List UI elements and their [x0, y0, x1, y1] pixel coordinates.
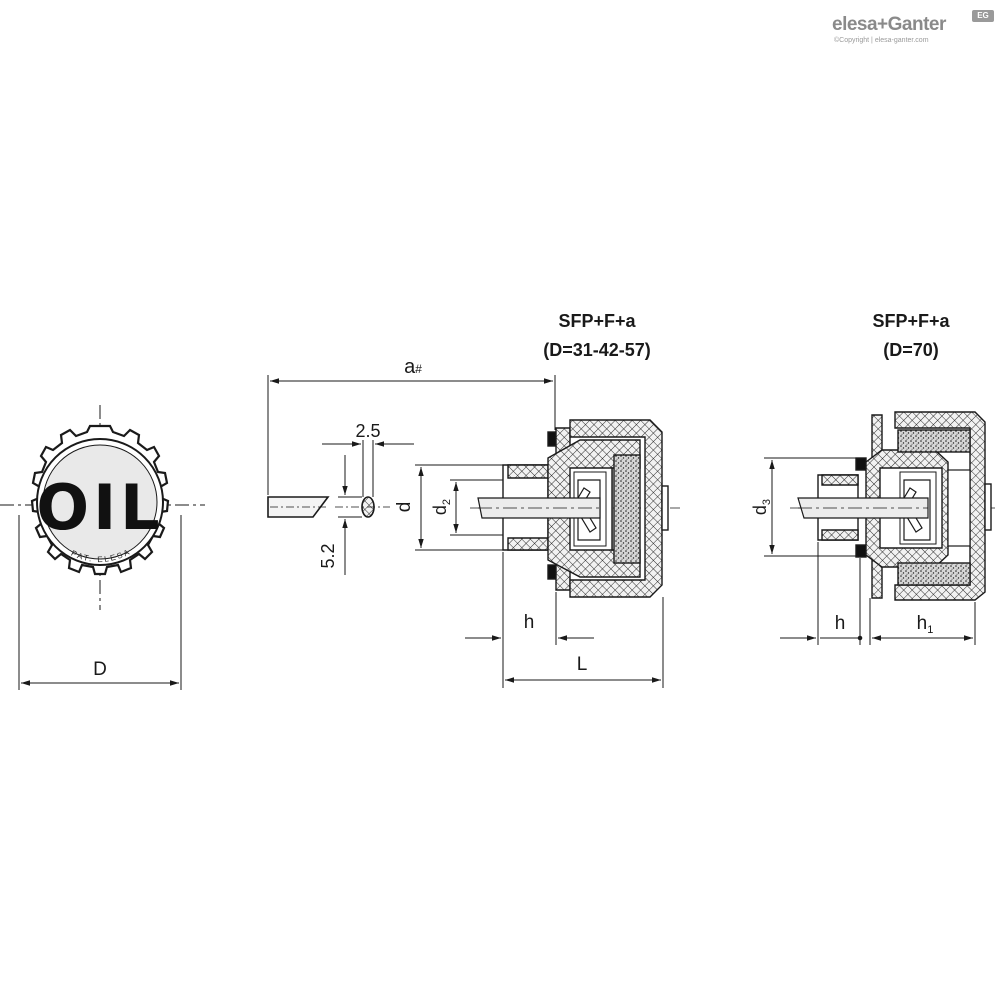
oil-marking: OIL — [36, 471, 163, 544]
dimension-a — [267, 375, 556, 495]
left-filter-foam — [613, 454, 641, 564]
cap-face-disc — [42, 444, 158, 560]
right-dipstick — [797, 497, 929, 519]
dimension-h-right-label: h — [835, 613, 846, 634]
right-section-view — [790, 411, 995, 601]
left-view-title: SFP+F+a — [558, 311, 636, 331]
dimension-5-2-label: 5.2 — [318, 543, 338, 568]
dimension-d3-label: d3 — [750, 499, 773, 515]
left-gasket-top — [547, 431, 557, 447]
dimension-h1-label: h1 — [917, 613, 934, 636]
dimension-D-label: D — [93, 659, 107, 680]
left-gasket-bottom — [547, 564, 557, 580]
dimension-d-label: d — [394, 502, 415, 513]
brand-copyright: ©Copyright | elesa-ganter.com — [834, 37, 929, 44]
dimension-a-label: a# — [404, 356, 422, 378]
left-dimensions — [415, 464, 664, 688]
left-view-subtitle: (D=31-42-57) — [543, 340, 651, 360]
right-filter-foam-bottom — [897, 562, 971, 586]
dimension-d2-label: d2 — [430, 499, 453, 515]
right-filter-foam-top — [897, 429, 971, 453]
left-section-view — [470, 419, 680, 598]
right-view-title: SFP+F+a — [872, 311, 950, 331]
dipstick-detail — [267, 440, 414, 575]
dimension-h-left-label: h — [524, 612, 535, 633]
right-dimensions — [764, 457, 976, 645]
brand-badge: EG — [972, 10, 994, 22]
dimension-D — [18, 515, 182, 690]
left-cap-shell — [569, 419, 663, 598]
dimension-2-5-label: 2.5 — [355, 421, 380, 441]
right-view-subtitle: (D=70) — [883, 340, 939, 360]
brand-name: elesa+Ganter — [832, 14, 946, 35]
brand-logo: elesa+Ganter ©Copyright | elesa-ganter.c… — [826, 10, 994, 50]
right-cap-shell — [894, 411, 986, 601]
dimension-L-label: L — [577, 654, 588, 675]
right-gasket-bottom — [855, 544, 867, 558]
right-gasket-top — [855, 457, 867, 471]
cap-face-view — [0, 405, 205, 610]
